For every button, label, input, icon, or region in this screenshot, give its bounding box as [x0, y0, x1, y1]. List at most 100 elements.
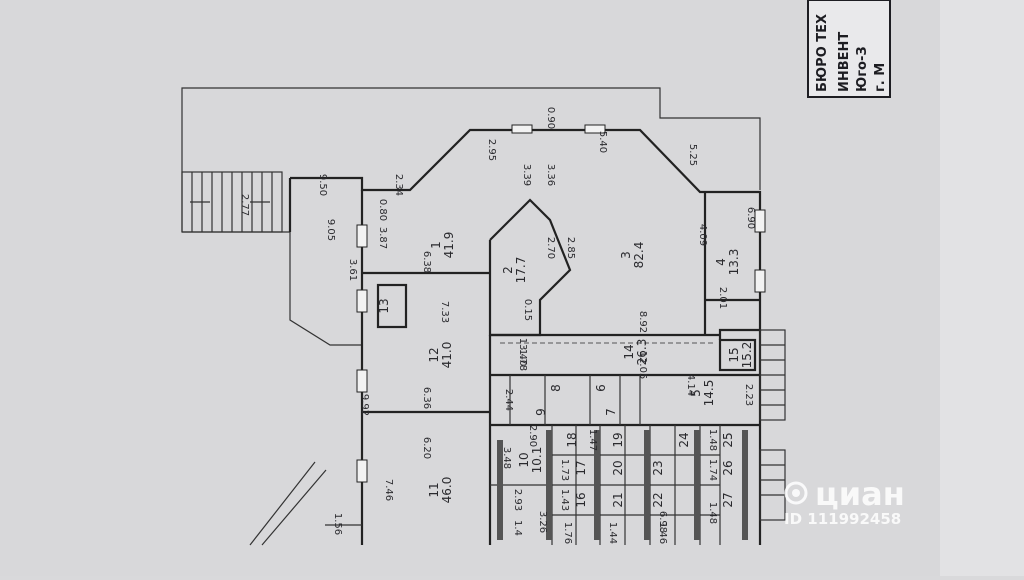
stamp-line-1: БЮРО ТЕХ — [815, 14, 830, 92]
room-number: 18 — [565, 432, 579, 447]
dimension-label: 2.93 — [512, 489, 523, 511]
dimension-label: 12.05 — [637, 351, 648, 380]
dimension-label: 1.56 — [332, 513, 343, 535]
room-number: 14 — [622, 344, 636, 359]
dimension-label: 2.85 — [565, 237, 576, 259]
watermark-id: ID 111992458 — [784, 510, 901, 528]
room-label: 514.5 — [689, 380, 716, 407]
dimension-label: 4.09 — [697, 224, 708, 246]
room-number: 16 — [574, 492, 588, 507]
watermark-brand: циан — [815, 475, 905, 513]
room-number: 17 — [574, 460, 588, 475]
dimension-label: 9.05 — [325, 219, 336, 241]
room-area: 15.2 — [740, 342, 754, 369]
room-number: 8 — [549, 384, 563, 392]
room-label: 17 — [574, 460, 588, 475]
room-label: 8 — [549, 384, 563, 392]
room-number: 27 — [721, 492, 735, 507]
dimension-label: 13.40 — [517, 338, 528, 367]
dimension-label: 8.92 — [637, 311, 648, 333]
dimension-label: 4.14 — [685, 374, 696, 396]
room-label: 22 — [651, 492, 665, 507]
room-number: 12 — [427, 347, 441, 362]
dimension-label: 2.23 — [743, 384, 754, 406]
stamp-line-3: Юго-З — [855, 46, 870, 92]
room-number: 22 — [651, 492, 665, 507]
room-number: 20 — [611, 460, 625, 475]
room-number: 23 — [651, 460, 665, 475]
dimension-label: 6.98 — [657, 511, 668, 533]
dimension-label: 3.48 — [501, 447, 512, 469]
room-number: 3 — [619, 251, 633, 259]
dimension-label: 1.43 — [559, 489, 570, 511]
dimension-label: 6.38 — [421, 251, 432, 273]
dimension-label: 0.15 — [522, 299, 533, 321]
room-area: 41.9 — [442, 232, 456, 259]
room-area: 41.0 — [440, 342, 454, 369]
dimension-label: 9.50 — [317, 174, 328, 196]
room-number: 19 — [611, 432, 625, 447]
windows — [356, 124, 766, 483]
dimension-label: 6.20 — [421, 437, 432, 459]
dimension-label: 7.33 — [439, 301, 450, 323]
dimension-label: 2.90 — [527, 425, 538, 447]
room-number: 7 — [604, 408, 618, 416]
room-label: 23 — [651, 460, 665, 475]
room-area: 82.4 — [632, 242, 646, 269]
dimension-label: 7.46 — [383, 479, 394, 501]
dimension-label: 2.34 — [393, 174, 404, 196]
room-number: 24 — [677, 432, 691, 447]
dimension-label: 1.73 — [559, 459, 570, 481]
dimension-label: 0.90 — [545, 107, 556, 129]
room-number: 13 — [377, 298, 391, 313]
dimension-label: 1.78 — [517, 349, 528, 371]
room-label: 24 — [677, 432, 691, 447]
dimension-label: 5.25 — [687, 144, 698, 166]
room-label: 6 — [594, 384, 608, 392]
room-label: 217.7 — [501, 257, 528, 284]
cian-logo-icon — [784, 481, 808, 505]
dimension-label: 5.40 — [597, 131, 608, 153]
dimension-label: 9.92 — [359, 394, 370, 416]
room-number: 4 — [714, 258, 728, 266]
paper-edge — [940, 0, 1024, 576]
room-label: 1146.0 — [427, 477, 454, 504]
room-area: 13.3 — [727, 249, 741, 276]
room-area: 46.0 — [440, 477, 454, 504]
room-label: 25 — [721, 432, 735, 447]
dimension-label: 1.44 — [607, 522, 618, 544]
room-number: 21 — [611, 492, 625, 507]
room-label: 18 — [565, 432, 579, 447]
stamp-box: БЮРО ТЕХ ИНВЕНТ Юго-З г. М — [807, 0, 891, 98]
room-number: 1 — [429, 241, 443, 249]
dimension-label: 1.4 — [512, 520, 523, 536]
room-label: 1515.2 — [727, 342, 754, 369]
dimension-label: 2.95 — [486, 139, 497, 161]
room-number: 10 — [517, 452, 531, 467]
room-area: 17.7 — [514, 257, 528, 284]
room-label: 27 — [721, 492, 735, 507]
room-number: 15 — [727, 347, 741, 362]
cian-watermark: циан ID 111992458 — [784, 475, 905, 528]
room-label: 21 — [611, 492, 625, 507]
dimension-label: 3.61 — [347, 259, 358, 281]
dimension-label: 0.80 — [377, 199, 388, 221]
room-label: 26 — [721, 460, 735, 475]
dimension-label: 3.26 — [537, 511, 548, 533]
room-number: 2 — [501, 266, 515, 274]
dimension-label: 2.77 — [239, 194, 250, 216]
dimension-label: 6.36 — [421, 387, 432, 409]
room-label: 1241.0 — [427, 342, 454, 369]
room-label: 7 — [604, 408, 618, 416]
room-label: 1010.1 — [517, 447, 544, 474]
dimension-label: 6.90 — [745, 207, 756, 229]
room-label: 382.4 — [619, 242, 646, 269]
dimension-label: 1.48 — [707, 429, 718, 451]
dimension-label: 1.74 — [707, 459, 718, 481]
room-label: 19 — [611, 432, 625, 447]
dimension-label: 2.70 — [545, 237, 556, 259]
ramp-bottom-left — [249, 461, 362, 546]
stair-right — [759, 329, 786, 521]
